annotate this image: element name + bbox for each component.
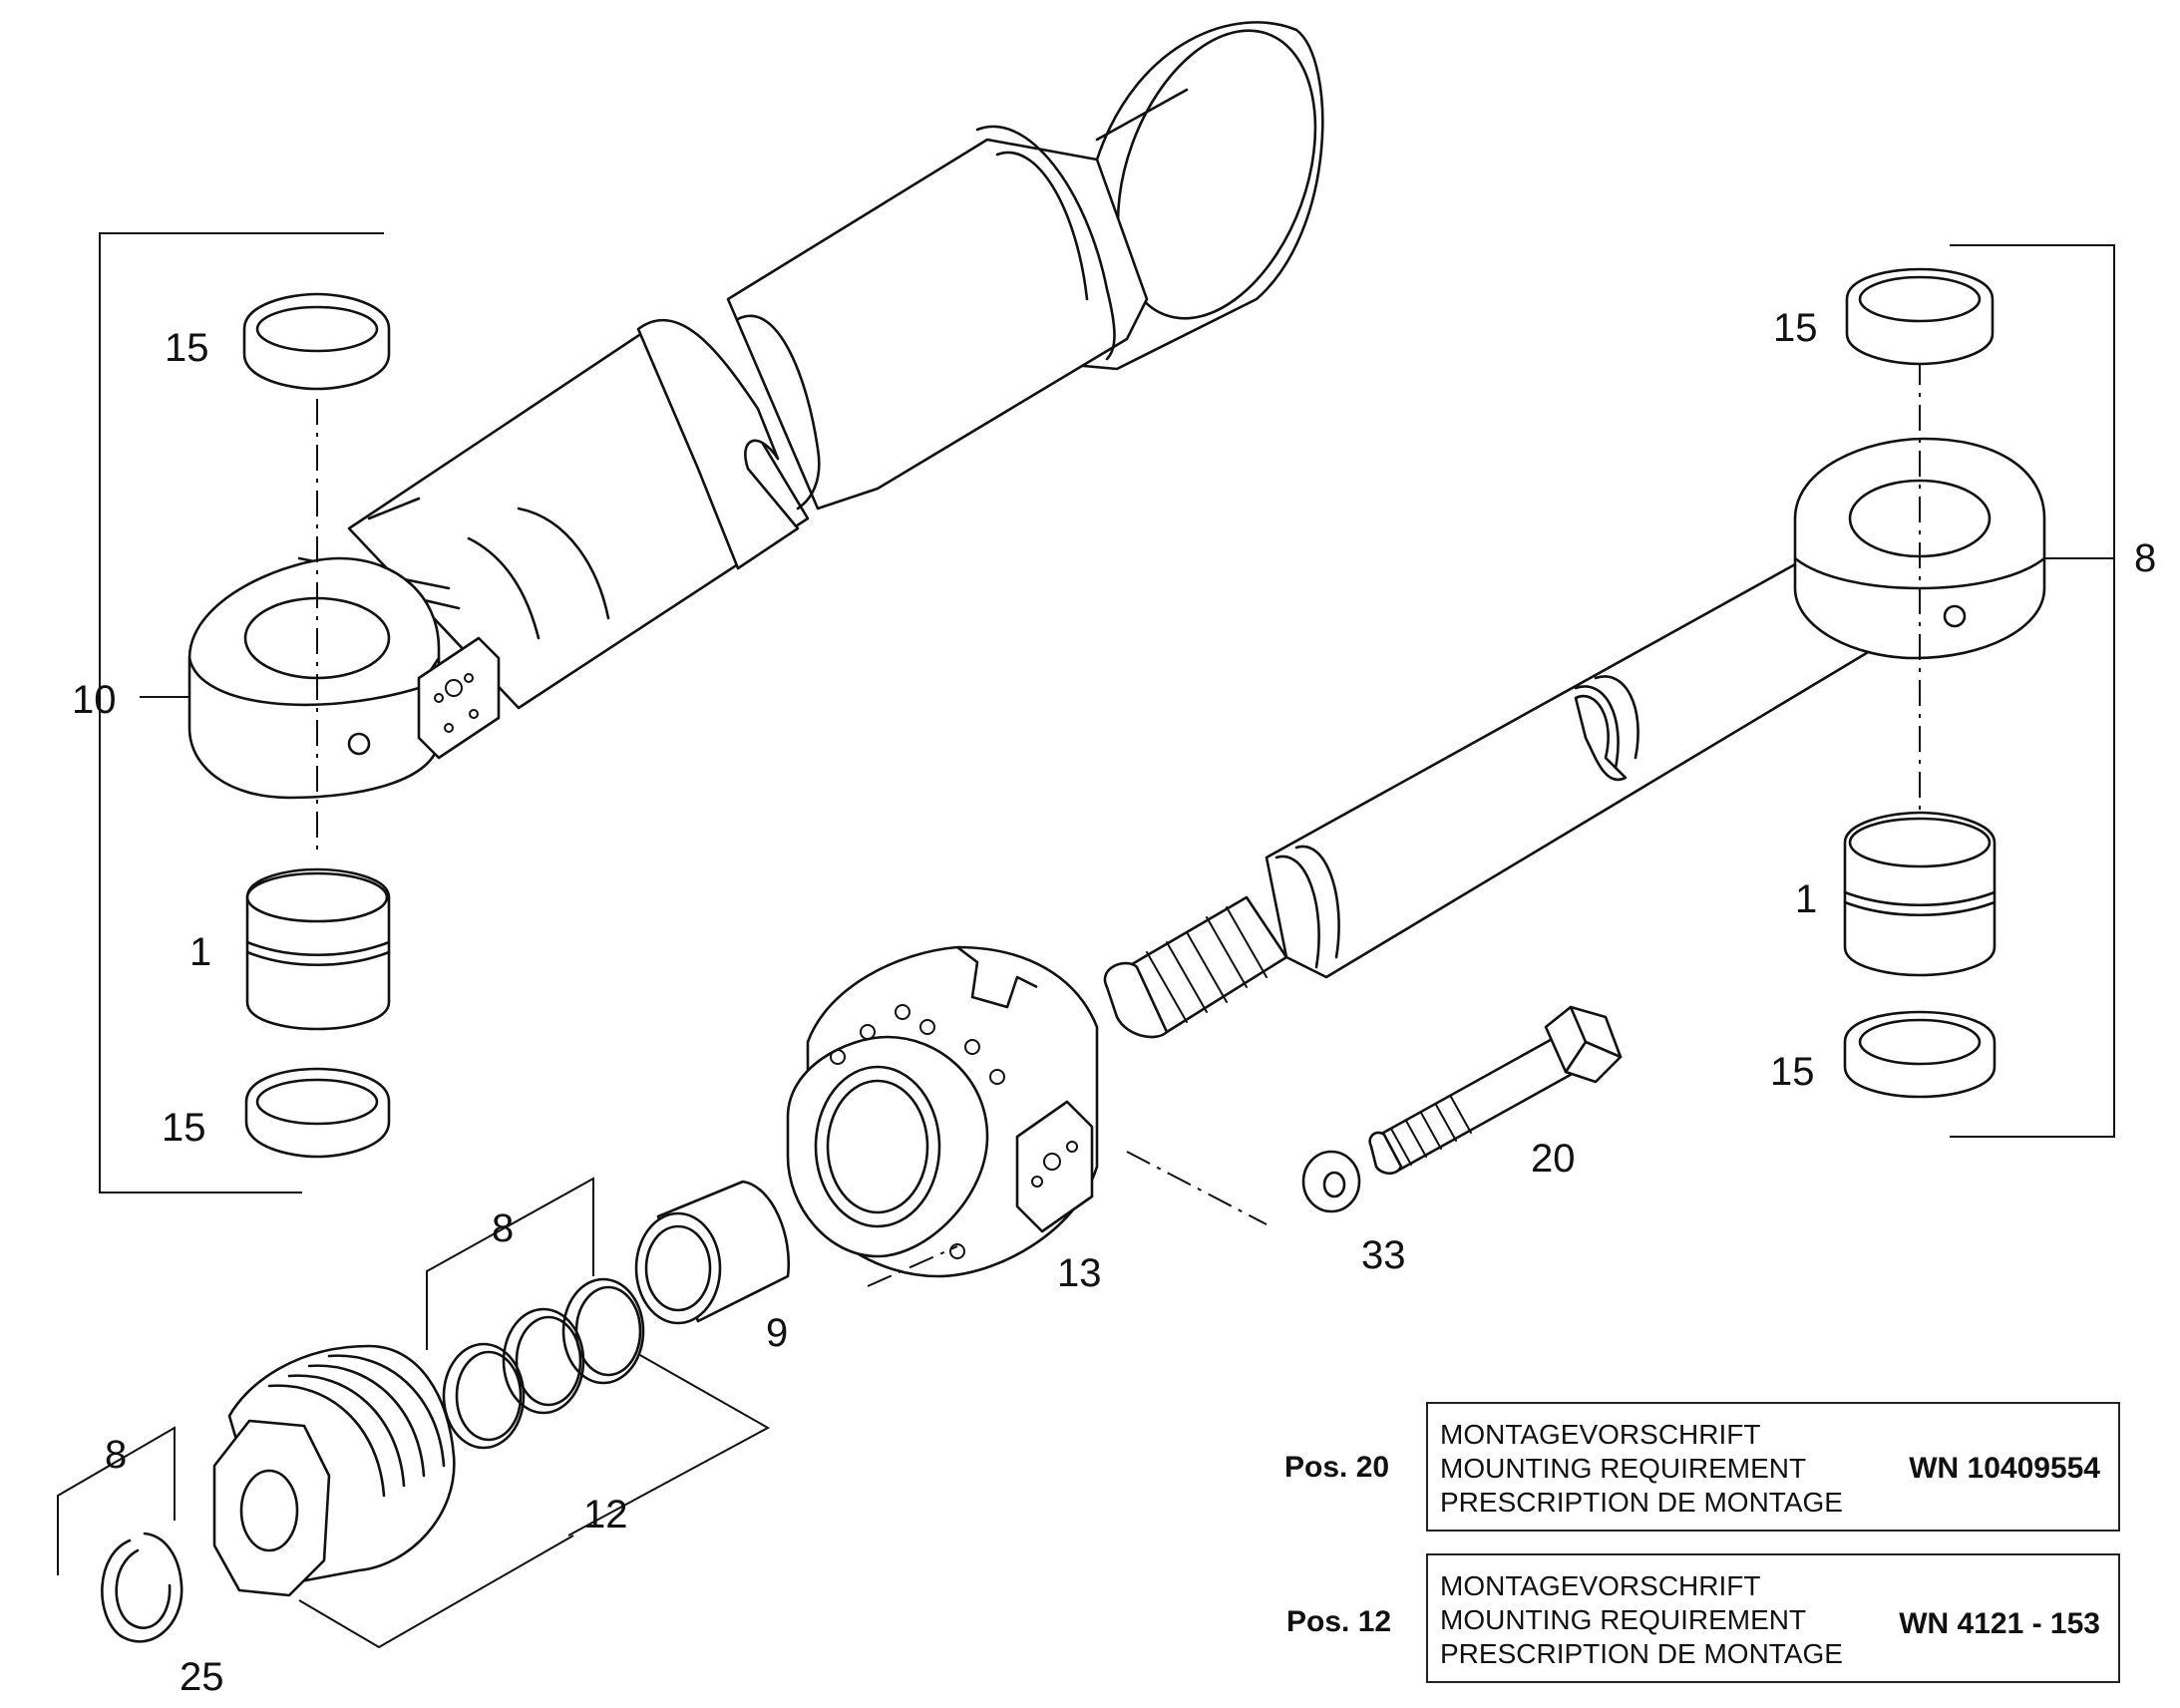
callout-15-bottom-right: 15 (1770, 1050, 1815, 1094)
seal-bottom-right (1843, 1010, 1997, 1099)
piston-group-bracket (298, 1353, 771, 1649)
requirement-line-en: MOUNTING REQUIREMENT (1440, 1604, 1807, 1635)
callout-15-top-left: 15 (165, 326, 209, 370)
right-group-bracket (1950, 244, 2115, 1138)
snap-ring (101, 1532, 183, 1643)
head-bolt-axis (1126, 1151, 1268, 1225)
mounting-requirement-box-pos-20: MONTAGEVORSCHRIFT MOUNTING REQUIREMENT P… (1426, 1402, 2120, 1532)
callout-8-snap-ring: 8 (105, 1433, 127, 1477)
callout-15-bottom-left: 15 (162, 1106, 206, 1150)
head-axis (867, 1245, 958, 1287)
cylinder-barrel (187, 21, 1324, 800)
callout-8-seal-set: 8 (492, 1206, 514, 1250)
requirement-position-pos-12: Pos. 12 (1286, 1605, 1392, 1638)
snap-ring-bracket (57, 1426, 176, 1575)
callout-15-top-right: 15 (1773, 306, 1818, 350)
bushing-left (245, 867, 391, 1031)
bolt (1368, 1005, 1623, 1176)
requirement-line-de: MONTAGEVORSCHRIFT (1440, 1419, 1761, 1450)
requirement-line-en: MOUNTING REQUIREMENT (1440, 1453, 1807, 1484)
requirement-position-pos-20: Pos. 20 (1284, 1451, 1390, 1484)
callout-20: 20 (1531, 1137, 1576, 1181)
callout-25: 25 (180, 1655, 224, 1699)
guide-head (786, 945, 1099, 1278)
bushing-right (1843, 811, 1997, 977)
seal-top-left (242, 292, 391, 391)
seal-bottom-left (244, 1067, 391, 1159)
callout-10: 10 (72, 678, 117, 722)
requirement-line-fr: PRESCRIPTION DE MONTAGE (1440, 1487, 1843, 1518)
requirement-code: WN 10409554 (1909, 1452, 2100, 1485)
callout-1-right: 1 (1795, 877, 1817, 921)
callout-9: 9 (766, 1311, 788, 1355)
requirement-text: MONTAGEVORSCHRIFT MOUNTING REQUIREMENT P… (1440, 1569, 1843, 1671)
guide-bushing (634, 1180, 791, 1325)
seal-set-bracket (426, 1177, 594, 1350)
requirement-line-fr: PRESCRIPTION DE MONTAGE (1440, 1638, 1843, 1669)
left-group-bracket (99, 232, 384, 1194)
callout-13: 13 (1057, 1251, 1102, 1295)
seal-top-right (1845, 267, 1995, 366)
washer (1301, 1150, 1361, 1213)
requirement-text: MONTAGEVORSCHRIFT MOUNTING REQUIREMENT P… (1440, 1418, 1843, 1520)
requirement-line-de: MONTAGEVORSCHRIFT (1440, 1570, 1761, 1601)
callout-12: 12 (583, 1493, 628, 1537)
seal-set (442, 1277, 645, 1450)
mounting-requirement-box-pos-12: MONTAGEVORSCHRIFT MOUNTING REQUIREMENT P… (1426, 1553, 2120, 1683)
requirement-code: WN 4121 - 153 (1899, 1607, 2100, 1640)
callout-8-right: 8 (2134, 536, 2156, 580)
piston (212, 1344, 456, 1597)
callout-33: 33 (1361, 1233, 1406, 1277)
callout-1-left: 1 (189, 930, 211, 974)
